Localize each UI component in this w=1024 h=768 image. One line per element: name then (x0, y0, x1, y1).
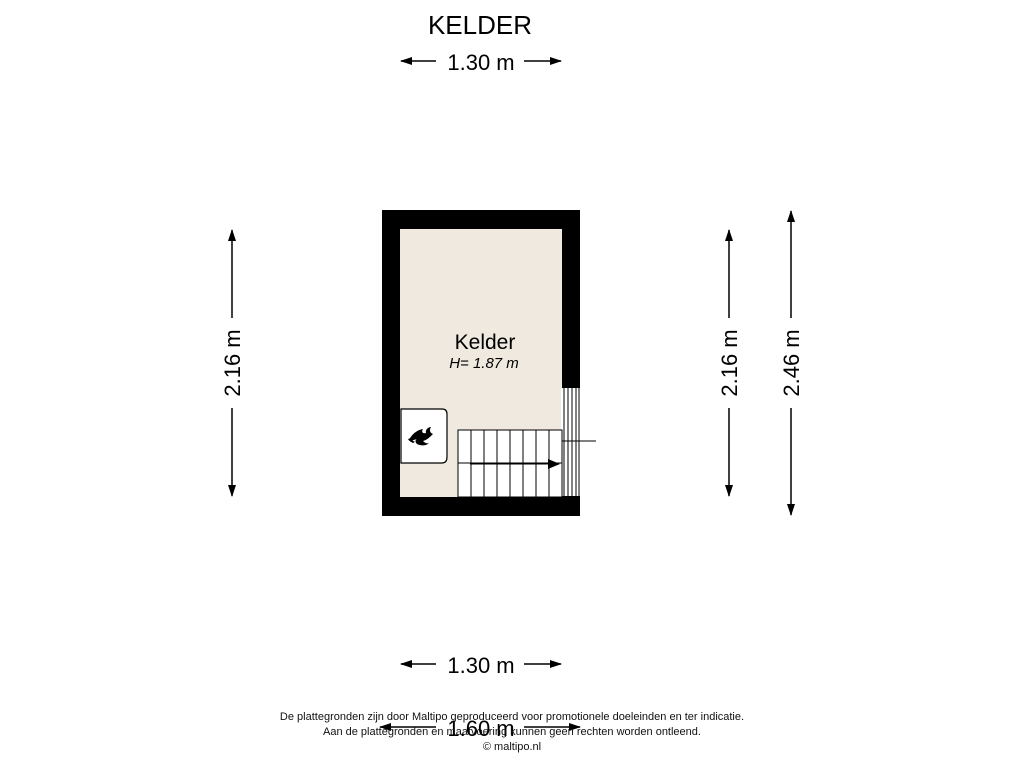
dimension-right-outer-height: 2.46 m (779, 210, 804, 516)
room-kelder: Kelder H= 1.87 m (382, 210, 596, 516)
dimension-left-height-label: 2.16 m (220, 329, 245, 396)
flame-icon (408, 427, 433, 446)
dimension-bottom-width: 1.30 m (400, 653, 562, 678)
disclaimer: De plattegronden zijn door Maltipo gepro… (0, 710, 1024, 755)
room-name: Kelder (455, 331, 516, 354)
dimension-bottom-outer-width-label: 1.60 m (447, 716, 514, 741)
copyright: © maltipo.nl (482, 741, 542, 753)
dimension-top-width-label: 1.30 m (447, 50, 514, 75)
staircase (457, 429, 563, 498)
arrow-right-icon (548, 459, 560, 469)
stair-rails (563, 388, 580, 496)
room-height: H= 1.87 m (449, 355, 519, 372)
dimension-bottom-width-label: 1.30 m (447, 653, 514, 678)
dimension-top-width: 1.30 m (400, 50, 562, 75)
dimension-left-height: 2.16 m (220, 229, 245, 497)
dimension-right-inner-height-label: 2.16 m (717, 329, 742, 396)
dimension-right-outer-height-label: 2.46 m (779, 329, 804, 396)
floor-title: KELDER (428, 10, 532, 40)
disclaimer-line-1: De plattegronden zijn door Maltipo gepro… (279, 711, 745, 723)
dimension-right-inner-height: 2.16 m (717, 229, 742, 497)
boiler (400, 408, 448, 464)
dimension-bottom-outer-width: 1.60 m (379, 716, 581, 741)
disclaimer-line-2: Aan de plattegronden en maatvoering kunn… (323, 726, 701, 738)
